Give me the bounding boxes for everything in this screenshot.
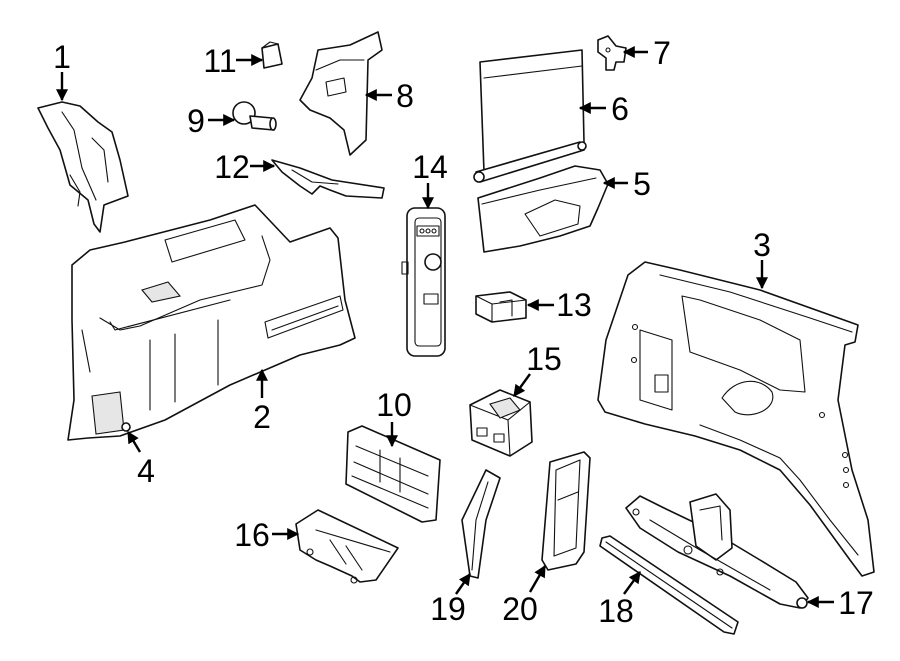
part-11-clip [261, 41, 283, 69]
callout-5: 5 [633, 166, 651, 202]
callout-3: 3 [753, 227, 771, 263]
callout-20: 20 [502, 591, 538, 627]
part-15-holder [469, 389, 533, 457]
part-2-left-quarter-trim-panel [67, 204, 356, 441]
part-19-trim-strip [461, 469, 501, 579]
callout-16: 16 [234, 517, 270, 553]
leader-arrows [56, 46, 834, 608]
arrow-18 [623, 571, 641, 595]
callout-19: 19 [430, 591, 466, 627]
callout-9: 9 [187, 103, 205, 139]
part-6-cargo-shade [473, 49, 587, 183]
callout-labels: 1 2 3 4 5 6 7 8 9 10 11 12 13 14 15 16 1… [53, 35, 874, 629]
part-12-trim-piece [271, 159, 385, 199]
part-10-storage-tray [345, 425, 441, 523]
callout-11: 11 [203, 43, 236, 79]
part-8-upper-trim [299, 31, 383, 156]
callout-17: 17 [838, 585, 874, 621]
part-4-clip [121, 422, 131, 432]
part-16-tray-cover [295, 509, 399, 584]
part-1-pillar-trim [37, 101, 129, 233]
part-18-jack-handle [599, 535, 739, 635]
callout-18: 18 [598, 593, 634, 629]
callout-8: 8 [396, 78, 414, 114]
part-7-bracket [597, 35, 627, 71]
callout-13: 13 [556, 287, 592, 323]
part-3-right-quarter-trim-panel [597, 261, 875, 577]
callout-15: 15 [526, 341, 562, 377]
arrow-15 [513, 373, 531, 397]
callout-2: 2 [253, 399, 271, 435]
part-20-stowage-bin [541, 451, 591, 571]
arrow-19 [455, 573, 471, 595]
callout-14: 14 [412, 149, 448, 185]
part-9-push-pin [232, 101, 277, 131]
callout-12: 12 [214, 149, 250, 185]
callout-10: 10 [376, 387, 412, 423]
callout-7: 7 [653, 35, 671, 71]
callout-4: 4 [137, 453, 155, 489]
part-5-trim-cover [477, 165, 609, 253]
callout-6: 6 [611, 91, 629, 127]
part-14-access-panel [401, 207, 446, 357]
callout-1: 1 [53, 39, 71, 75]
arrow-4 [126, 430, 142, 453]
arrow-20 [528, 564, 547, 593]
part-17-scissor-jack [625, 493, 809, 609]
part-13-switch [475, 291, 527, 323]
